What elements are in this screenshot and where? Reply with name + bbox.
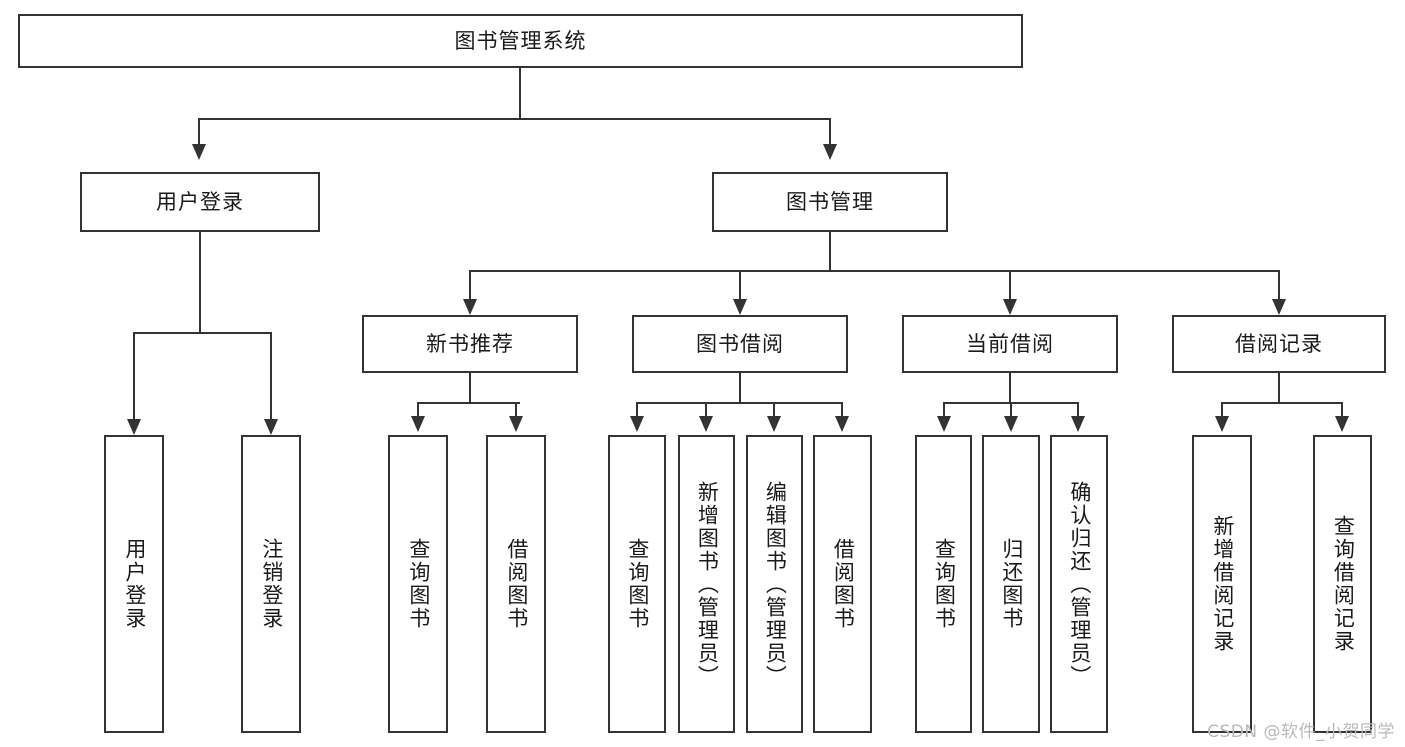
leaf-return-book[interactable]: 归还图书 [982,435,1040,733]
connector-bookmgmt-to-records [1278,270,1280,299]
connector-bookmgmt-to-borrow [739,270,741,299]
connector-borrow-c1 [636,402,638,416]
leaf-logout-label: 注销登录 [259,538,284,630]
connector-borrow-c4 [841,402,843,416]
node-book-borrow-label: 图书借阅 [696,331,784,356]
arrow-login-to-user-login [127,419,141,435]
node-new-book-recommend-label: 新书推荐 [426,331,514,356]
connector-borrow-c2 [705,402,707,416]
connector-root-to-bookmgmt [829,118,831,144]
arrow-login-to-logout [264,419,278,435]
arrow-current-to-return-book [1004,416,1018,432]
arrow-borrow-to-borrow-book [835,416,849,432]
leaf-query-book-newbook-label: 查询图书 [406,538,431,630]
leaf-query-book-borrow[interactable]: 查询图书 [608,435,666,733]
leaf-query-borrow-record-label: 查询借阅记录 [1331,515,1356,653]
node-borrow-records-label: 借阅记录 [1235,331,1323,356]
connector-newbook-stem [469,373,471,403]
arrow-current-to-confirm-return [1071,416,1085,432]
connector-root-bus [198,118,831,120]
leaf-user-login[interactable]: 用户登录 [104,435,164,733]
arrow-borrow-to-add-book [699,416,713,432]
connector-records-left [1221,402,1223,416]
node-current-borrow-label: 当前借阅 [966,331,1054,356]
node-root-label: 图书管理系统 [454,28,587,53]
connector-login-right [270,332,272,419]
connector-bookmgmt-to-current [1009,270,1011,299]
connector-login-stem [199,232,201,333]
arrow-bookmgmt-to-current [1003,299,1017,315]
arrow-bookmgmt-to-newbook [463,299,477,315]
node-current-borrow[interactable]: 当前借阅 [902,315,1118,373]
leaf-borrow-book[interactable]: 借阅图书 [813,435,872,733]
leaf-borrow-book-newbook-label: 借阅图书 [504,538,529,630]
leaf-confirm-return-admin-label: 确认归还（管理员） [1067,480,1092,688]
arrow-records-to-query-record [1335,416,1349,432]
connector-root-stem [519,68,521,119]
node-new-book-recommend[interactable]: 新书推荐 [362,315,578,373]
node-user-login-label: 用户登录 [156,189,244,214]
node-borrow-records[interactable]: 借阅记录 [1172,315,1386,373]
connector-borrow-stem [739,373,741,403]
arrow-borrow-to-query-book [630,416,644,432]
leaf-confirm-return-admin[interactable]: 确认归还（管理员） [1050,435,1108,733]
connector-current-stem [1009,373,1011,403]
leaf-user-login-label: 用户登录 [122,538,147,630]
connector-login-left [133,332,135,419]
leaf-edit-book-admin[interactable]: 编辑图书（管理员） [746,435,803,733]
csdn-watermark: CSDN @软件_小贺同学 [1207,722,1395,742]
connector-current-c1 [943,402,945,416]
leaf-query-book-current-label: 查询图书 [932,538,957,630]
leaf-add-book-admin[interactable]: 新增图书（管理员） [678,435,735,733]
arrow-borrow-to-edit-book [767,416,781,432]
leaf-add-borrow-record-label: 新增借阅记录 [1210,515,1235,653]
arrow-root-to-login [192,144,206,160]
leaf-query-book-current[interactable]: 查询图书 [915,435,972,733]
arrow-root-to-bookmgmt [823,144,837,160]
leaf-query-book-newbook[interactable]: 查询图书 [388,435,448,733]
connector-login-bus [133,332,272,334]
node-root[interactable]: 图书管理系统 [18,14,1023,68]
connector-records-right [1341,402,1343,416]
connector-bookmgmt-to-newbook [469,270,471,299]
leaf-edit-book-admin-label: 编辑图书（管理员） [763,480,788,688]
connector-borrow-bus [636,402,843,404]
connector-current-c2 [1010,402,1012,416]
connector-root-to-login [198,118,200,144]
node-book-borrow[interactable]: 图书借阅 [632,315,848,373]
arrow-newbook-to-borrow-book [509,416,523,432]
connector-newbook-left [417,402,419,416]
leaf-borrow-book-label: 借阅图书 [831,538,856,630]
leaf-add-book-admin-label: 新增图书（管理员） [695,480,720,688]
leaf-query-book-borrow-label: 查询图书 [625,538,650,630]
connector-records-stem [1278,373,1280,403]
connector-current-c3 [1077,402,1079,416]
node-user-login[interactable]: 用户登录 [80,172,320,232]
connector-newbook-right [515,402,517,416]
arrow-current-to-query-book [937,416,951,432]
connector-records-bus [1221,402,1343,404]
leaf-query-borrow-record[interactable]: 查询借阅记录 [1313,435,1372,733]
leaf-borrow-book-newbook[interactable]: 借阅图书 [486,435,546,733]
leaf-return-book-label: 归还图书 [999,538,1024,630]
leaf-add-borrow-record[interactable]: 新增借阅记录 [1192,435,1252,733]
node-book-management-label: 图书管理 [786,189,874,214]
arrow-records-to-add-record [1215,416,1229,432]
arrow-newbook-to-query-book [411,416,425,432]
arrow-bookmgmt-to-records [1272,299,1286,315]
connector-bookmgmt-bus [469,270,1280,272]
arrow-bookmgmt-to-borrow [733,299,747,315]
node-book-management[interactable]: 图书管理 [712,172,948,232]
leaf-logout[interactable]: 注销登录 [241,435,301,733]
connector-newbook-bus [417,402,520,404]
connector-borrow-c3 [773,402,775,416]
connector-bookmgmt-stem [829,232,831,271]
